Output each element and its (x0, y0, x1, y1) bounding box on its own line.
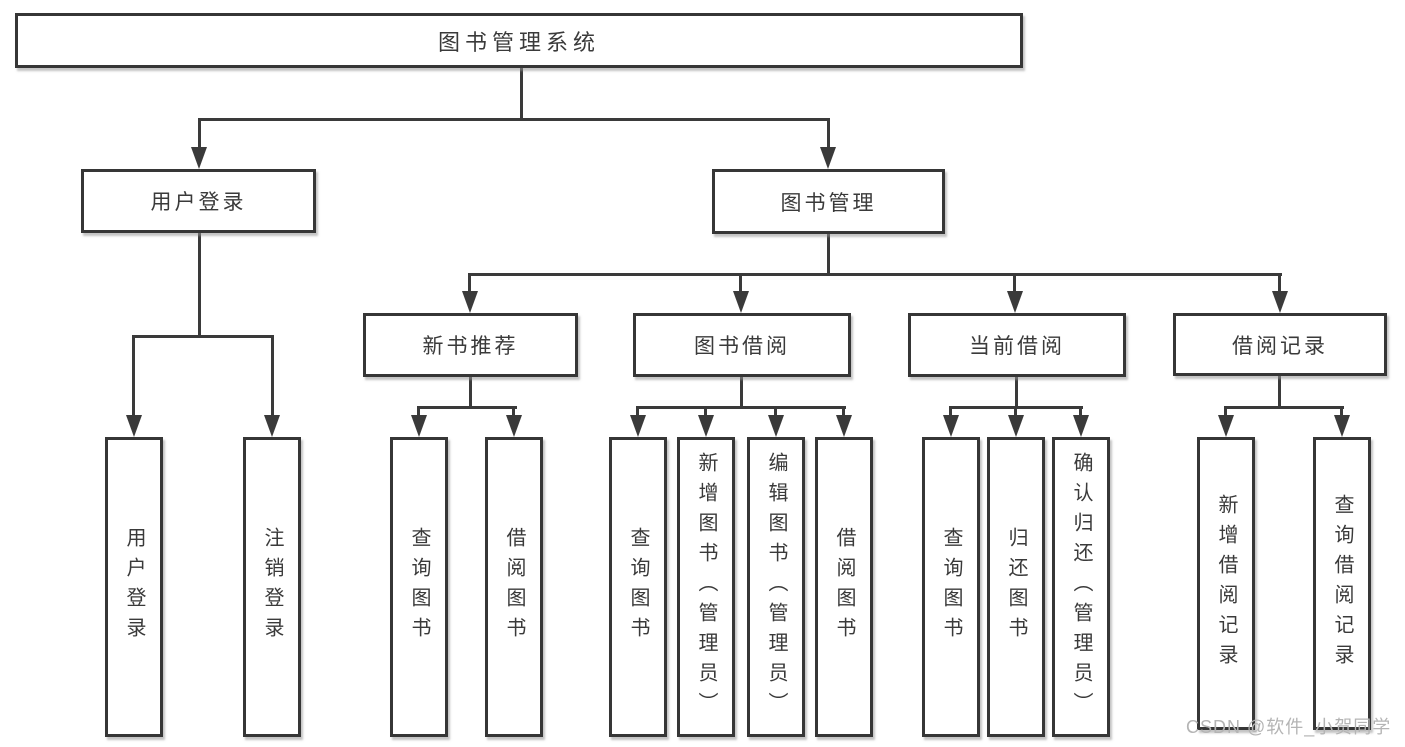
connector-login-vline (198, 233, 201, 337)
connector-user-login-stem (198, 118, 201, 150)
leaf-label: 查询借阅记录 (1331, 493, 1353, 674)
leaf-add-book-admin: 新增图书（管理员） (677, 437, 735, 737)
node-borrow-records: 借阅记录 (1173, 313, 1387, 376)
node-user-login: 用户登录 (81, 169, 316, 233)
leaf-logout-label: 注销登录 (261, 527, 283, 647)
connector-book-mgmt-stem (827, 118, 830, 150)
connector-stem (1013, 273, 1016, 293)
arrow-down-icon (411, 415, 427, 437)
leaf-label: 查询图书 (627, 527, 649, 647)
connector-stem (512, 406, 515, 418)
arrow-down-icon (264, 415, 280, 437)
connector-stem (739, 273, 742, 293)
leaf-label: 借阅图书 (833, 527, 855, 647)
leaf-borrow-books-recommend: 借阅图书 (485, 437, 543, 737)
leaf-query-books-current: 查询图书 (922, 437, 980, 737)
connector-stem (468, 273, 471, 293)
connector-borrow-hline (636, 406, 846, 409)
connector-stem (1340, 406, 1343, 418)
leaf-query-books-borrow: 查询图书 (609, 437, 667, 737)
connector-stem (417, 406, 420, 418)
connector-stem (636, 406, 639, 418)
node-current-borrow-label: 当前借阅 (969, 335, 1065, 358)
leaf-label: 归还图书 (1005, 527, 1027, 647)
connector-records-hline (1224, 406, 1344, 409)
arrow-down-icon (126, 415, 142, 437)
connector-borrow-vline (740, 377, 743, 408)
arrow-down-icon (462, 291, 478, 313)
leaf-logout: 注销登录 (243, 437, 301, 737)
arrow-down-icon (836, 415, 852, 437)
node-borrow-records-label: 借阅记录 (1232, 334, 1328, 358)
connector-stem (774, 406, 777, 418)
arrow-down-icon (506, 415, 522, 437)
arrow-down-icon (768, 415, 784, 437)
leaf-label: 确认归还（管理员） (1070, 452, 1092, 722)
leaf-label: 新增图书（管理员） (695, 452, 717, 722)
connector-stem (132, 335, 135, 417)
leaf-label: 查询图书 (408, 527, 430, 647)
arrow-down-icon (1334, 415, 1350, 437)
leaf-user-login: 用户登录 (105, 437, 163, 737)
leaf-add-borrow-record: 新增借阅记录 (1197, 437, 1255, 730)
connector-recommend-vline (469, 377, 472, 408)
arrow-down-icon (733, 291, 749, 313)
arrow-down-icon (1073, 415, 1089, 437)
connector-root-vline (520, 66, 523, 120)
leaf-query-borrow-record: 查询借阅记录 (1313, 437, 1371, 730)
arrow-down-icon (1218, 415, 1234, 437)
node-book-mgmt: 图书管理 (712, 169, 945, 234)
connector-stem (949, 406, 952, 418)
connector-login-hline (132, 335, 274, 338)
leaf-label: 编辑图书（管理员） (765, 452, 787, 722)
arrow-down-icon (943, 415, 959, 437)
leaf-query-books-recommend: 查询图书 (390, 437, 448, 737)
connector-root-hline (198, 118, 830, 121)
leaf-confirm-return-admin: 确认归还（管理员） (1052, 437, 1110, 737)
connector-mgmt-hline (468, 273, 1282, 276)
connector-stem (1079, 406, 1082, 418)
arrow-down-icon (630, 415, 646, 437)
node-new-book-recommend-label: 新书推荐 (422, 335, 519, 358)
node-user-login-label: 用户登录 (150, 191, 247, 214)
arrow-down-icon (820, 147, 836, 169)
connector-stem (1014, 406, 1017, 418)
node-current-borrow: 当前借阅 (908, 313, 1126, 377)
leaf-label: 借阅图书 (503, 527, 525, 647)
connector-stem (842, 406, 845, 418)
node-book-mgmt-label: 图书管理 (780, 191, 877, 215)
connector-records-vline (1278, 376, 1281, 408)
node-system: 图书管理系统 (15, 13, 1023, 68)
arrow-down-icon (1007, 291, 1023, 313)
arrow-down-icon (191, 147, 207, 169)
node-book-borrow: 图书借阅 (633, 313, 851, 377)
node-book-borrow-label: 图书借阅 (694, 335, 790, 358)
leaf-edit-book-admin: 编辑图书（管理员） (747, 437, 805, 737)
node-new-book-recommend: 新书推荐 (363, 313, 578, 377)
connector-current-vline (1015, 377, 1018, 408)
connector-mgmt-vline (827, 234, 830, 275)
connector-stem (271, 335, 274, 417)
connector-stem (704, 406, 707, 418)
connector-stem (1278, 273, 1281, 293)
arrow-down-icon (698, 415, 714, 437)
leaf-borrow-books: 借阅图书 (815, 437, 873, 737)
csdn-watermark: CSDN @软件_小贺同学 (1186, 717, 1392, 737)
leaf-return-book: 归还图书 (987, 437, 1045, 737)
arrow-down-icon (1272, 291, 1288, 313)
leaf-label: 新增借阅记录 (1215, 493, 1237, 674)
leaf-label: 查询图书 (940, 527, 962, 647)
connector-recommend-hline (417, 406, 517, 409)
node-system-label: 图书管理系统 (437, 29, 600, 55)
leaf-user-login-label: 用户登录 (123, 527, 145, 647)
connector-stem (1224, 406, 1227, 418)
arrow-down-icon (1008, 415, 1024, 437)
